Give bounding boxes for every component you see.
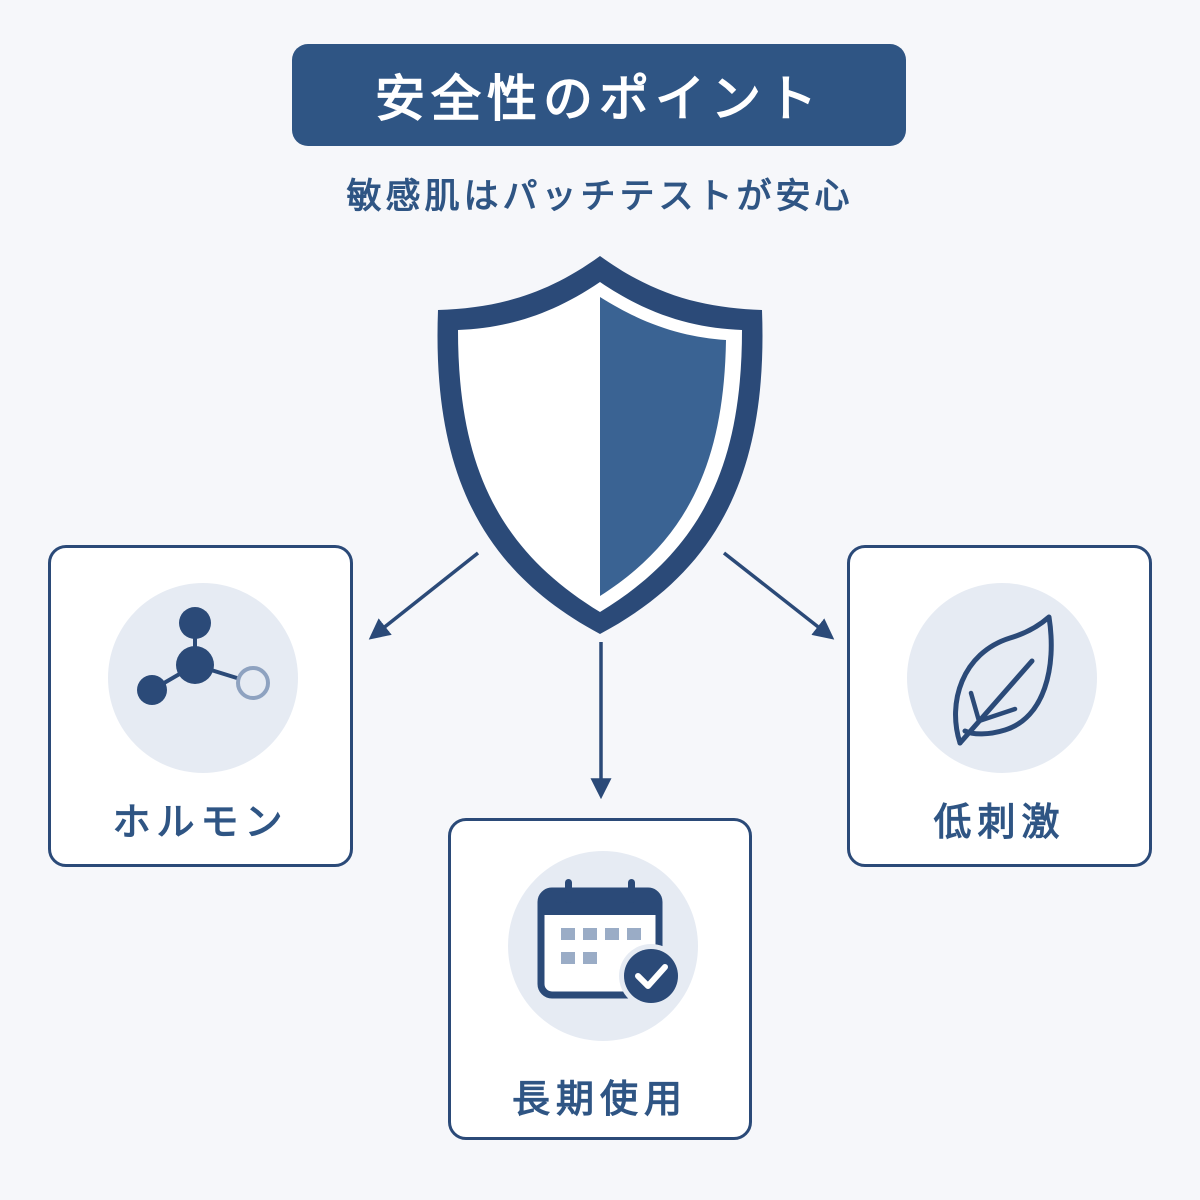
card-low-irritation: 低刺激 <box>847 545 1152 867</box>
molecule-icon <box>137 607 270 705</box>
arrow-to-irritation <box>722 551 835 640</box>
leaf-icon <box>953 614 1054 746</box>
card-hormone: ホルモン <box>48 545 353 867</box>
page-subtitle: 敏感肌はパッチテストが安心 <box>346 177 854 217</box>
card-label-irritation: 低刺激 <box>933 800 1066 844</box>
shield-icon <box>437 256 763 634</box>
icon-circle <box>907 583 1097 773</box>
page-title: 安全性のポイント <box>375 70 823 128</box>
title-banner: 安全性のポイント <box>292 44 906 146</box>
icon-circle <box>508 851 698 1041</box>
icon-circle <box>108 583 298 773</box>
card-label-hormone: ホルモン <box>112 800 289 844</box>
card-long-term-use: 長期使用 <box>448 818 752 1140</box>
arrow-to-hormone <box>368 551 480 640</box>
calendar-check-icon <box>537 879 683 1008</box>
card-label-long-term: 長期使用 <box>511 1077 688 1121</box>
